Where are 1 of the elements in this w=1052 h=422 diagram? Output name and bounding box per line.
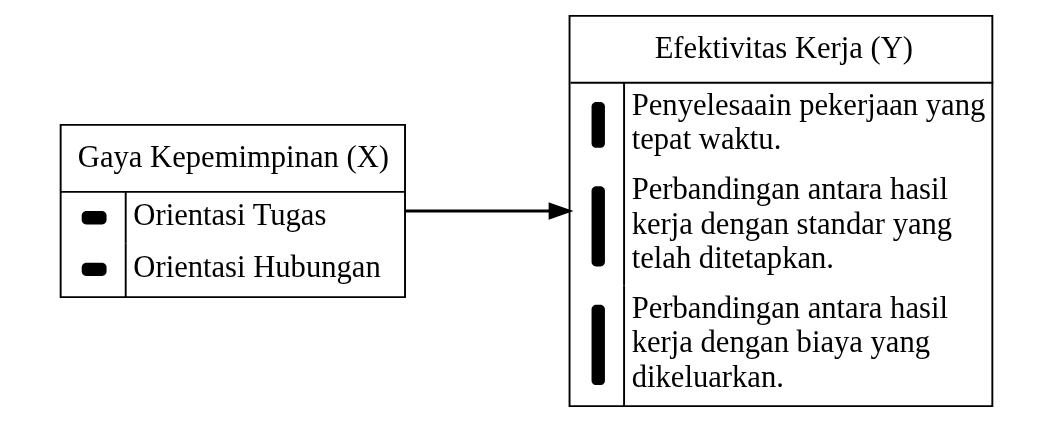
- arrow: [405, 202, 574, 220]
